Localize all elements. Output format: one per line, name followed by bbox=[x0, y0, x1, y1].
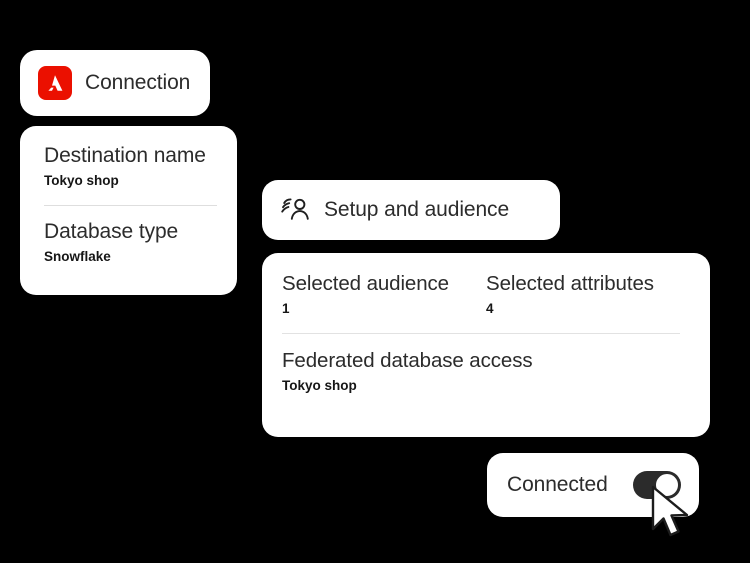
setup-and-audience-label: Setup and audience bbox=[324, 198, 510, 221]
database-type-label: Database type bbox=[44, 220, 179, 243]
destination-name-value: Tokyo shop bbox=[44, 173, 119, 188]
selected-attributes-field: Selected attributes 4 bbox=[486, 271, 654, 319]
destination-name-field: Destination name Tokyo shop bbox=[44, 143, 217, 191]
database-type-field: Database type Snowflake bbox=[44, 219, 217, 267]
federated-database-access-label: Federated database access bbox=[282, 349, 533, 372]
destination-info-card: Destination name Tokyo shop Database typ… bbox=[20, 126, 237, 295]
federated-database-access-field: Federated database access Tokyo shop bbox=[282, 348, 688, 396]
audience-details-card: Selected audience 1 Selected attributes … bbox=[262, 253, 710, 437]
audience-card-divider bbox=[282, 333, 680, 334]
selected-audience-field: Selected audience 1 bbox=[282, 271, 486, 319]
selected-attributes-label: Selected attributes bbox=[486, 272, 654, 295]
selected-audience-count: 1 bbox=[282, 301, 290, 316]
connection-label: Connection bbox=[85, 71, 191, 94]
connection-toggle[interactable] bbox=[633, 471, 681, 499]
database-type-value: Snowflake bbox=[44, 249, 111, 264]
selected-audience-label: Selected audience bbox=[282, 272, 449, 295]
federated-database-access-value: Tokyo shop bbox=[282, 378, 357, 393]
audience-summary-row: Selected audience 1 Selected attributes … bbox=[282, 271, 688, 319]
adobe-logo-icon bbox=[38, 66, 72, 100]
connected-label: Connected bbox=[507, 473, 608, 496]
setup-and-audience-card[interactable]: Setup and audience bbox=[262, 180, 560, 240]
card-divider bbox=[44, 205, 217, 206]
connected-card[interactable]: Connected bbox=[487, 453, 699, 517]
destination-name-label: Destination name bbox=[44, 144, 206, 167]
connection-card[interactable]: Connection bbox=[20, 50, 210, 116]
toggle-knob[interactable] bbox=[655, 473, 679, 497]
audience-people-icon bbox=[280, 195, 312, 225]
selected-attributes-count: 4 bbox=[486, 301, 494, 316]
